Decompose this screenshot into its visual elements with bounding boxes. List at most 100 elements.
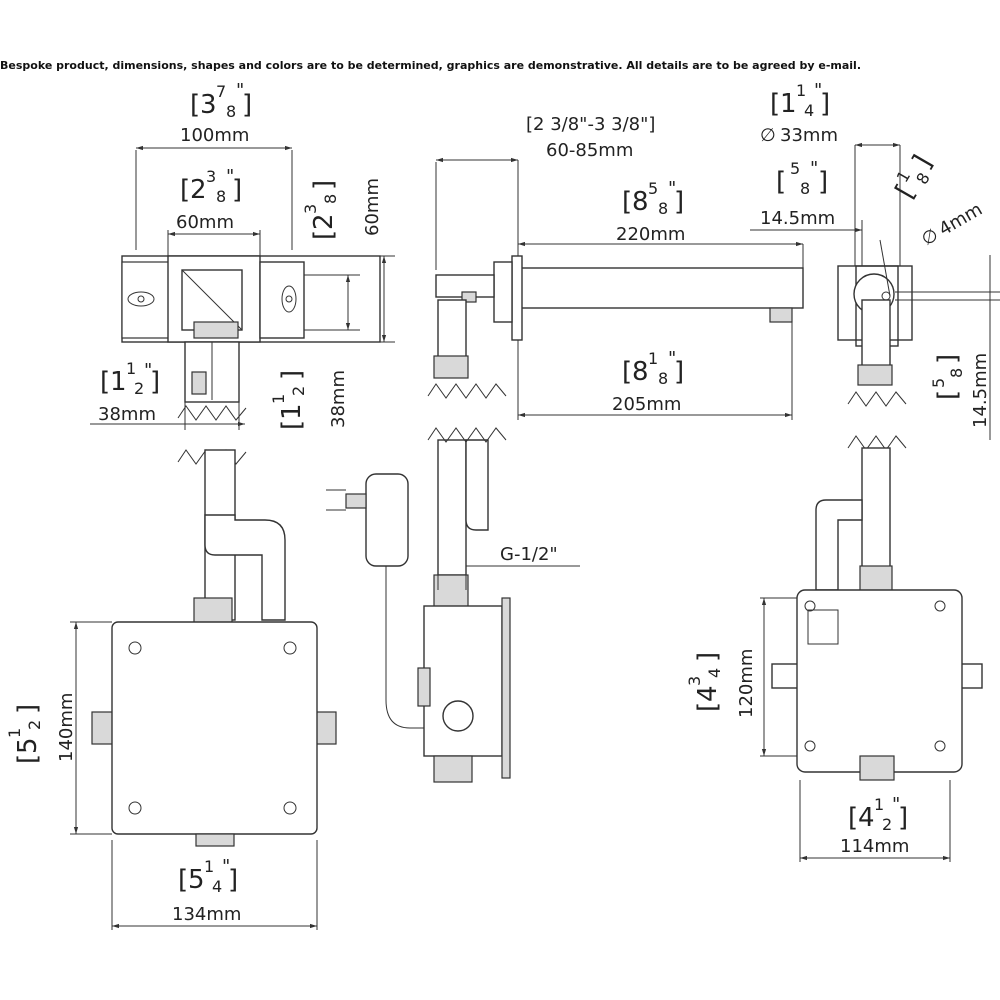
- side-view-spout: [433, 255, 804, 611]
- svg-text:[: [: [13, 754, 43, 764]
- svg-text:2: 2: [309, 213, 339, 230]
- svg-text:3: 3: [200, 90, 217, 120]
- control-box-rear: [771, 447, 983, 781]
- svg-text:3: 3: [206, 167, 216, 186]
- svg-text:2: 2: [134, 379, 144, 398]
- svg-text:1: 1: [796, 81, 806, 100]
- dim-side-height-inch: [ 5 8 ]: [929, 354, 966, 400]
- svg-text:2: 2: [289, 386, 308, 396]
- dim-pipe-height-inch: [ 1 1 2 ]: [269, 370, 308, 430]
- svg-text:8: 8: [321, 194, 340, 204]
- svg-text:8: 8: [226, 102, 236, 121]
- dim-wall-range-inch: [2 3/8"-3 3/8"]: [526, 114, 655, 135]
- svg-text:5: 5: [188, 865, 205, 895]
- dim-wall-range-mm: 60-85mm: [546, 140, 633, 161]
- svg-text:8: 8: [632, 187, 649, 217]
- svg-text:]: ]: [674, 187, 684, 217]
- svg-text:]: ]: [242, 90, 252, 120]
- dim-pipe-height-mm: 38mm: [328, 370, 349, 428]
- svg-text:1: 1: [204, 857, 214, 876]
- svg-text:8: 8: [216, 187, 226, 206]
- svg-text:[: [: [180, 175, 190, 205]
- svg-text:5: 5: [13, 737, 43, 754]
- svg-text:4: 4: [693, 685, 723, 702]
- svg-text:]: ]: [277, 370, 307, 380]
- thread-label: G-1/2": [500, 544, 558, 565]
- dim-side-hole-label: ∅ 4mm: [918, 199, 986, 250]
- svg-text:[: [: [178, 865, 188, 895]
- break-line: [427, 383, 507, 399]
- svg-text:2: 2: [25, 720, 44, 730]
- dim-rear-height-inch: [ 4 3 4 ]: [685, 652, 724, 712]
- svg-text:5: 5: [648, 179, 658, 198]
- svg-text:7: 7: [216, 82, 226, 101]
- break-line: [177, 405, 247, 421]
- svg-text:]: ]: [907, 150, 938, 174]
- dim-spout-length-inch: [ 8 5 8 " ]: [622, 178, 684, 218]
- svg-text:4: 4: [858, 803, 875, 833]
- svg-text:": ": [814, 80, 822, 101]
- end-view-spout: [837, 265, 913, 386]
- svg-text:1: 1: [780, 89, 797, 119]
- svg-text:2: 2: [190, 175, 207, 205]
- dim-side-dia-mm: 33mm: [780, 125, 838, 146]
- svg-text:1: 1: [874, 795, 884, 814]
- svg-text:": ": [222, 856, 230, 877]
- dim-front-inner-mm: 60mm: [176, 212, 234, 233]
- dim-front-inner-inch: [ 2 3 8 " ]: [180, 166, 242, 206]
- dim-side-dia-inch: [ 1 1 4 " ]: [770, 80, 830, 120]
- dim-box-height-mm: 140mm: [56, 693, 77, 762]
- break-line: [847, 391, 907, 407]
- svg-text:]: ]: [228, 865, 238, 895]
- dim-front-width-inch: [ 3 7 8 " ]: [190, 80, 252, 121]
- dim-box-width-mm: 134mm: [172, 904, 241, 925]
- svg-text:]: ]: [13, 704, 43, 714]
- svg-text:]: ]: [820, 89, 830, 119]
- svg-text:1: 1: [110, 367, 127, 397]
- dim-rear-width-inch: [ 4 1 2 " ]: [848, 794, 908, 834]
- svg-text:[: [: [622, 357, 632, 387]
- svg-text:[: [: [933, 390, 963, 400]
- svg-text:": ": [810, 158, 818, 179]
- control-box-front: [91, 449, 337, 847]
- svg-text:3: 3: [301, 204, 320, 214]
- dim-pipe-width-inch: [ 1 1 2 " ]: [100, 359, 160, 398]
- svg-text:1: 1: [5, 728, 24, 738]
- dim-front-width-mm: 100mm: [180, 125, 249, 146]
- svg-text:[: [: [848, 803, 858, 833]
- svg-text:[: [: [277, 420, 307, 430]
- svg-text:]: ]: [309, 180, 339, 190]
- svg-text:": ": [236, 80, 244, 101]
- svg-text:]: ]: [150, 367, 160, 397]
- svg-text:": ": [226, 166, 234, 187]
- svg-text:]: ]: [693, 652, 723, 662]
- dim-front-height-inch: [ 2 3 8 ]: [301, 180, 340, 240]
- svg-text:": ": [668, 348, 676, 369]
- dim-spout-reach-mm: 205mm: [612, 394, 681, 415]
- svg-text:[: [: [622, 187, 632, 217]
- svg-text:[: [: [190, 90, 200, 120]
- svg-text:]: ]: [674, 357, 684, 387]
- svg-text:[: [: [776, 167, 786, 197]
- svg-text:8: 8: [800, 179, 810, 198]
- disclaimer-text: Bespoke product, dimensions, shapes and …: [0, 59, 862, 72]
- dim-rear-width-mm: 114mm: [840, 836, 909, 857]
- svg-text:2: 2: [882, 815, 892, 834]
- power-adapter: [326, 473, 445, 729]
- svg-text:4mm: 4mm: [935, 199, 986, 240]
- dim-box-height-inch: [ 5 1 2 ]: [5, 704, 44, 764]
- svg-text:8: 8: [658, 369, 668, 388]
- dim-spout-length-mm: 220mm: [616, 224, 685, 245]
- diameter-symbol: ∅: [760, 125, 776, 146]
- break-line: [847, 435, 907, 451]
- dim-box-width-inch: [ 5 1 4 " ]: [178, 856, 238, 896]
- dim-side-width-mm: 14.5mm: [760, 208, 835, 229]
- svg-text:]: ]: [818, 167, 828, 197]
- front-view-plate: [121, 255, 381, 403]
- svg-text:]: ]: [898, 803, 908, 833]
- dim-side-height-mm: 14.5mm: [970, 353, 991, 428]
- dim-pipe-width-mm: 38mm: [98, 404, 156, 425]
- dim-side-width-inch: [ 5 8 " ]: [776, 158, 828, 198]
- dim-spout-reach-inch: [ 8 1 8 " ]: [622, 348, 684, 388]
